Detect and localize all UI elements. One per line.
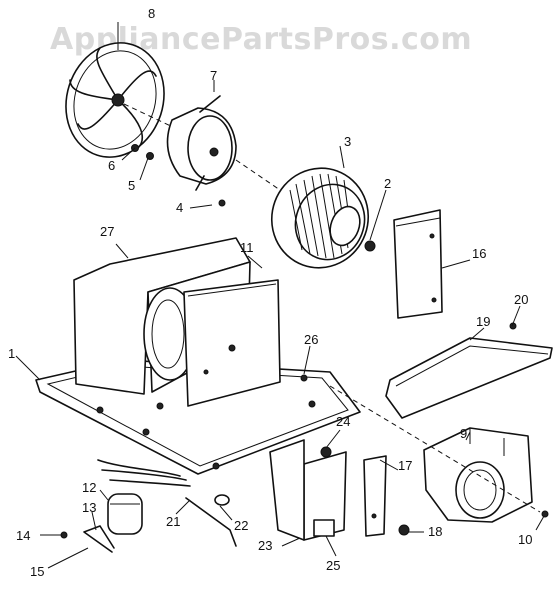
callout-10: 10 [518, 532, 532, 547]
callout-21: 21 [166, 514, 180, 529]
callout-16: 16 [472, 246, 486, 261]
part-screw-4 [218, 199, 226, 207]
callout-3: 3 [344, 134, 351, 149]
part-top-plate-19 [385, 337, 553, 419]
callout-9: 9 [460, 426, 467, 441]
callout-labels: 8 7 3 2 6 5 4 27 11 16 20 19 26 1 24 9 1… [8, 6, 532, 579]
callout-4: 4 [176, 200, 183, 215]
callout-27: 27 [100, 224, 114, 239]
callout-14: 14 [16, 528, 30, 543]
part-capacitor-12 [107, 493, 143, 535]
callout-1: 1 [8, 346, 15, 361]
part-gasket-17 [363, 455, 387, 537]
callout-8: 8 [148, 6, 155, 21]
callout-5: 5 [128, 178, 135, 193]
leader-lines [15, 22, 545, 569]
callout-18: 18 [428, 524, 442, 539]
part-bracket-11 [183, 279, 281, 407]
callout-13: 13 [82, 500, 96, 515]
part-grommet-22 [214, 494, 230, 506]
callout-19: 19 [476, 314, 490, 329]
callout-22: 22 [234, 518, 248, 533]
callout-6: 6 [108, 158, 115, 173]
callout-11: 11 [240, 240, 254, 255]
shaft-line [123, 103, 176, 129]
part-strap-13 [83, 525, 115, 553]
part-control-box [269, 439, 347, 541]
callout-20: 20 [514, 292, 528, 307]
part-nut-2 [364, 240, 376, 252]
callout-17: 17 [398, 458, 412, 473]
callout-2: 2 [384, 176, 391, 191]
part-17-hole [371, 513, 377, 519]
callout-26: 26 [304, 332, 318, 347]
part-panel-16 [393, 209, 443, 319]
callout-12: 12 [82, 480, 96, 495]
part-nut-18 [398, 524, 410, 536]
part-wire-21 [185, 497, 237, 547]
wire-harness [97, 459, 191, 487]
assembly-line [329, 385, 541, 513]
part-screw-26 [300, 374, 308, 382]
callout-23: 23 [258, 538, 272, 553]
callout-25: 25 [326, 558, 340, 573]
callout-7: 7 [210, 68, 217, 83]
callout-15: 15 [30, 564, 44, 579]
part-nut-5 [146, 152, 154, 160]
part-motor [166, 95, 237, 191]
part-blower-wheel [235, 159, 370, 269]
part-screw-10 [541, 510, 549, 518]
callout-24: 24 [336, 414, 350, 429]
part-fan-blade [65, 42, 165, 158]
